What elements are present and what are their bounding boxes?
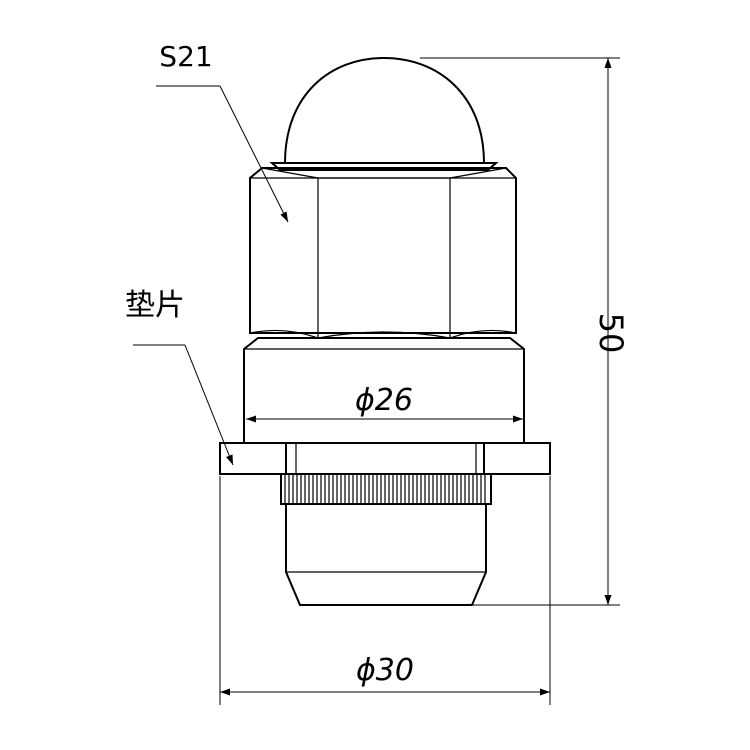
dimension-height: 50 (420, 57, 630, 606)
hex-body (249, 167, 517, 339)
callout-washer-label: 垫片 (125, 288, 185, 323)
dimension-height-label: 50 (592, 313, 630, 354)
dimension-outer-diameter-label: ϕ30 (356, 653, 414, 688)
callout-nut: S21 (156, 40, 289, 223)
dimension-inner-diameter-label: ϕ26 (355, 383, 413, 418)
dimension-outer-diameter: ϕ30 (219, 476, 551, 705)
callout-washer: 垫片 (125, 288, 234, 466)
callout-nut-label: S21 (159, 40, 212, 73)
dome-cap (269, 56, 499, 171)
washer (219, 442, 551, 475)
threaded-shank (285, 443, 487, 606)
dimension-inner-diameter: ϕ26 (246, 383, 523, 423)
knurled-ring (280, 473, 492, 505)
